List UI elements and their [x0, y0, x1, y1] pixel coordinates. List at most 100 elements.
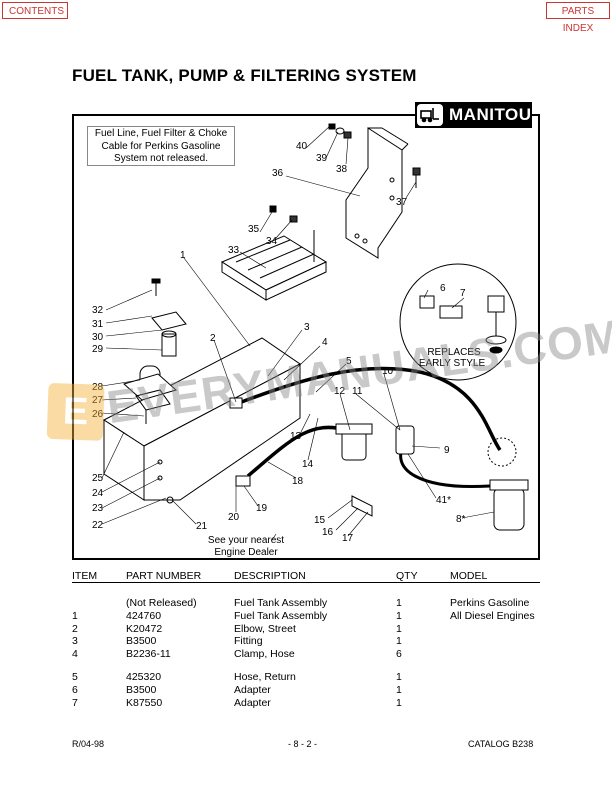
page-title: FUEL TANK, PUMP & FILTERING SYSTEM [72, 66, 417, 85]
callout-label: 41* [436, 495, 451, 506]
callout-label: 28 [92, 382, 104, 393]
cell-description: Fitting [234, 635, 263, 648]
note-box: Fuel Line, Fuel Filter & Choke Cable for… [87, 126, 235, 166]
table-row: (Not Released) Fuel Tank Assembly 1 Perk… [72, 597, 540, 610]
callout-label: 37 [396, 197, 408, 208]
callout-label: 27 [92, 395, 104, 406]
cell-item: 1 [72, 609, 78, 622]
parts-table-header: ITEM PART NUMBER DESCRIPTION QTY MODEL [72, 570, 540, 583]
cell-item: 5 [72, 671, 78, 684]
callout-label: 9 [444, 445, 450, 456]
table-row: 7 K87550 Adapter 1 [72, 697, 540, 710]
diagram-frame [72, 114, 540, 560]
cell-qty: 1 [396, 683, 402, 696]
callout-label: 18 [292, 476, 304, 487]
callout-label: 4 [322, 337, 328, 348]
parts-index-button[interactable]: PARTS INDEX [546, 2, 610, 34]
callout-label: 14 [302, 459, 314, 470]
cell-part-number: B3500 [126, 683, 157, 696]
cell-description: Clamp, Hose [234, 648, 295, 661]
note-line: Fuel Line, Fuel Filter & Choke [94, 128, 228, 139]
cell-model: Perkins Gasoline [450, 597, 530, 609]
cell-qty: 1 [396, 622, 402, 635]
callout-label: 10 [382, 366, 394, 377]
callout-label: 6 [440, 283, 446, 294]
logo-text: MANITOU [449, 105, 532, 124]
callout-label: 39 [316, 153, 328, 164]
cell-description: Elbow, Street [234, 622, 296, 635]
cell-part-number: 425320 [126, 671, 162, 684]
callout-label: 23 [92, 503, 104, 514]
replaces-label: REPLACES [427, 347, 481, 358]
callout-label: 22 [92, 520, 104, 531]
table-row: 6 B3500 Adapter 1 [72, 684, 540, 697]
cell-description: Adapter [234, 696, 271, 709]
callout-label: 19 [256, 503, 268, 514]
cell-model: All Diesel Engines [450, 609, 535, 622]
callout-label: 32 [92, 305, 104, 316]
cell-qty: 1 [396, 671, 402, 684]
cell-part-number: (Not Released) [126, 597, 197, 609]
callout-label: 35 [248, 224, 260, 235]
callout-label: 15 [314, 515, 326, 526]
callout-label: 34 [266, 236, 278, 247]
bolt-washer-nut [328, 123, 421, 188]
table-row: 4 B2236-11 Clamp, Hose 6 [72, 648, 540, 671]
callout-label: 25 [92, 473, 104, 484]
callout-label: 29 [92, 344, 104, 355]
cell-qty: 1 [396, 635, 402, 648]
cell-qty: 1 [396, 609, 402, 622]
dealer-label: See your nearest [208, 535, 284, 546]
table-row: 2 K20472 Elbow, Street 1 [72, 623, 540, 636]
cell-description: Fuel Tank Assembly [234, 597, 328, 609]
cell-qty: 1 [396, 696, 402, 709]
callout-label: 2 [210, 333, 216, 344]
callout-label: 1 [180, 250, 186, 261]
callout-label: 5 [346, 356, 352, 367]
cell-part-number: K87550 [126, 696, 163, 709]
callout-label: 33 [228, 245, 240, 256]
callout-label: 8* [456, 514, 466, 525]
callout-label: 12 [334, 386, 346, 397]
header-part-number: PART NUMBER [126, 570, 202, 582]
cell-description: Hose, Return [234, 671, 296, 684]
bracket-part [345, 127, 409, 259]
footer-page-number: - 8 - 2 - [288, 739, 318, 749]
callout-label: 17 [342, 533, 354, 544]
callout-label: 13 [290, 431, 302, 442]
callout-label: 24 [92, 488, 104, 499]
cell-qty: 6 [396, 648, 402, 661]
callout-label: 38 [336, 164, 348, 175]
cell-item: 4 [72, 648, 78, 661]
callout-label: 26 [92, 409, 104, 420]
manitou-logo: MANITOU [415, 102, 532, 128]
fuel-filter-part [335, 423, 529, 531]
header-description: DESCRIPTION [234, 570, 306, 582]
cell-qty: 1 [396, 597, 402, 609]
header-item: ITEM [72, 570, 98, 582]
callout-label: 40 [296, 141, 308, 152]
cell-item: 6 [72, 683, 78, 696]
cell-description: Fuel Tank Assembly [234, 609, 328, 622]
callout-label: 7 [460, 288, 466, 299]
contents-button[interactable]: CONTENTS [2, 2, 68, 19]
step-plate-part [220, 230, 328, 301]
header-qty: QTY [396, 570, 418, 582]
cell-item: 2 [72, 622, 78, 635]
fuel-tank-part [103, 337, 301, 504]
callout-label: 11 [352, 386, 363, 397]
cell-part-number: B3500 [126, 635, 157, 648]
table-row: 1 424760 Fuel Tank Assembly 1 All Diesel… [72, 610, 540, 623]
dealer-label: Engine Dealer [214, 547, 278, 558]
cell-part-number: B2236-11 [126, 648, 171, 661]
note-line: System not released. [114, 153, 208, 164]
header-model: MODEL [450, 570, 488, 582]
cell-part-number: K20472 [126, 622, 163, 635]
callout-label: 3 [304, 322, 310, 333]
callout-label: 36 [272, 168, 284, 179]
footer-revision: R/04-98 [72, 739, 105, 749]
callout-label: 20 [228, 512, 240, 523]
replaces-label: EARLY STYLE [419, 358, 486, 369]
footer-catalog: CATALOG B238 [468, 739, 534, 749]
